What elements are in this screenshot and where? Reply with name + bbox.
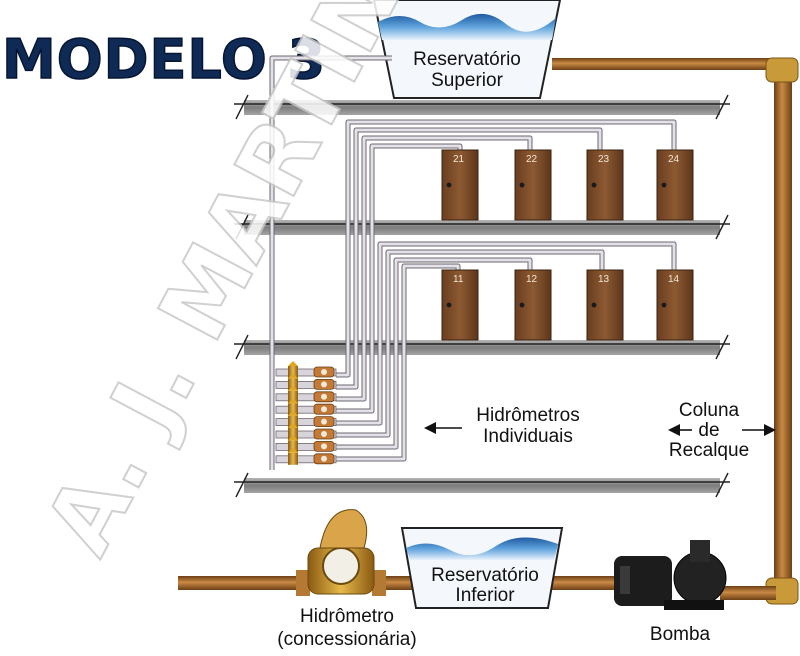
door-number: 13 xyxy=(598,274,610,285)
door-number: 22 xyxy=(526,154,538,165)
individual-meter xyxy=(275,373,337,391)
meters-label-1: Hidrômetros xyxy=(476,405,579,426)
main-water-meter xyxy=(296,509,386,596)
individual-meter xyxy=(275,410,337,428)
individual-meter xyxy=(275,435,337,453)
upper-reservoir-label-2: Superior xyxy=(431,70,503,91)
apartment-doors: 21 22 23 24 11 12 13 14 xyxy=(441,149,694,341)
slab-roof xyxy=(234,94,730,120)
main-supply-pipe xyxy=(178,576,638,590)
column-label-3: Recalque xyxy=(669,440,749,461)
door-unit-21: 21 xyxy=(441,149,479,221)
column-arrow-right xyxy=(742,424,776,436)
individual-meter xyxy=(275,447,337,465)
main-meter-label-2: (concessionária) xyxy=(277,629,416,650)
door-unit-23: 23 xyxy=(586,149,624,221)
individual-meter xyxy=(275,361,337,378)
column-label-1: Coluna xyxy=(679,400,740,421)
upper-reservoir-label-1: Reservatório xyxy=(413,49,521,70)
column-arrow-left xyxy=(668,424,692,436)
pump-label: Bomba xyxy=(650,624,711,645)
door-number: 11 xyxy=(453,274,464,285)
door-unit-13: 13 xyxy=(586,269,624,341)
door-number: 21 xyxy=(453,154,465,165)
column-label-2: de xyxy=(698,420,719,441)
door-number: 23 xyxy=(598,154,610,165)
door-unit-14: 14 xyxy=(656,269,694,341)
slab-floor-1 xyxy=(234,334,730,360)
lower-reservoir-label-1: Reservatório xyxy=(431,565,539,586)
meters-arrow xyxy=(424,422,462,434)
upper-reservoir: Reservatório Superior xyxy=(372,0,562,99)
door-number: 24 xyxy=(668,154,680,165)
door-unit-11: 11 xyxy=(441,269,479,341)
door-unit-12: 12 xyxy=(514,269,552,341)
recalque-column xyxy=(552,57,799,605)
door-number: 12 xyxy=(526,274,538,285)
door-unit-22: 22 xyxy=(514,149,552,221)
main-meter-label-1: Hidrômetro xyxy=(300,606,394,627)
individual-meters xyxy=(275,361,337,465)
door-unit-24: 24 xyxy=(656,149,694,221)
individual-meter xyxy=(275,398,337,416)
slab-ground xyxy=(234,472,730,498)
lower-reservoir: Reservatório Inferior xyxy=(400,527,564,609)
individual-meter xyxy=(275,385,337,403)
slab-floor-2 xyxy=(234,214,730,240)
door-number: 14 xyxy=(668,274,680,285)
individual-meter xyxy=(275,423,337,440)
meters-label-2: Individuais xyxy=(483,426,573,447)
lower-reservoir-label-2: Inferior xyxy=(455,585,515,606)
pump xyxy=(614,540,727,610)
